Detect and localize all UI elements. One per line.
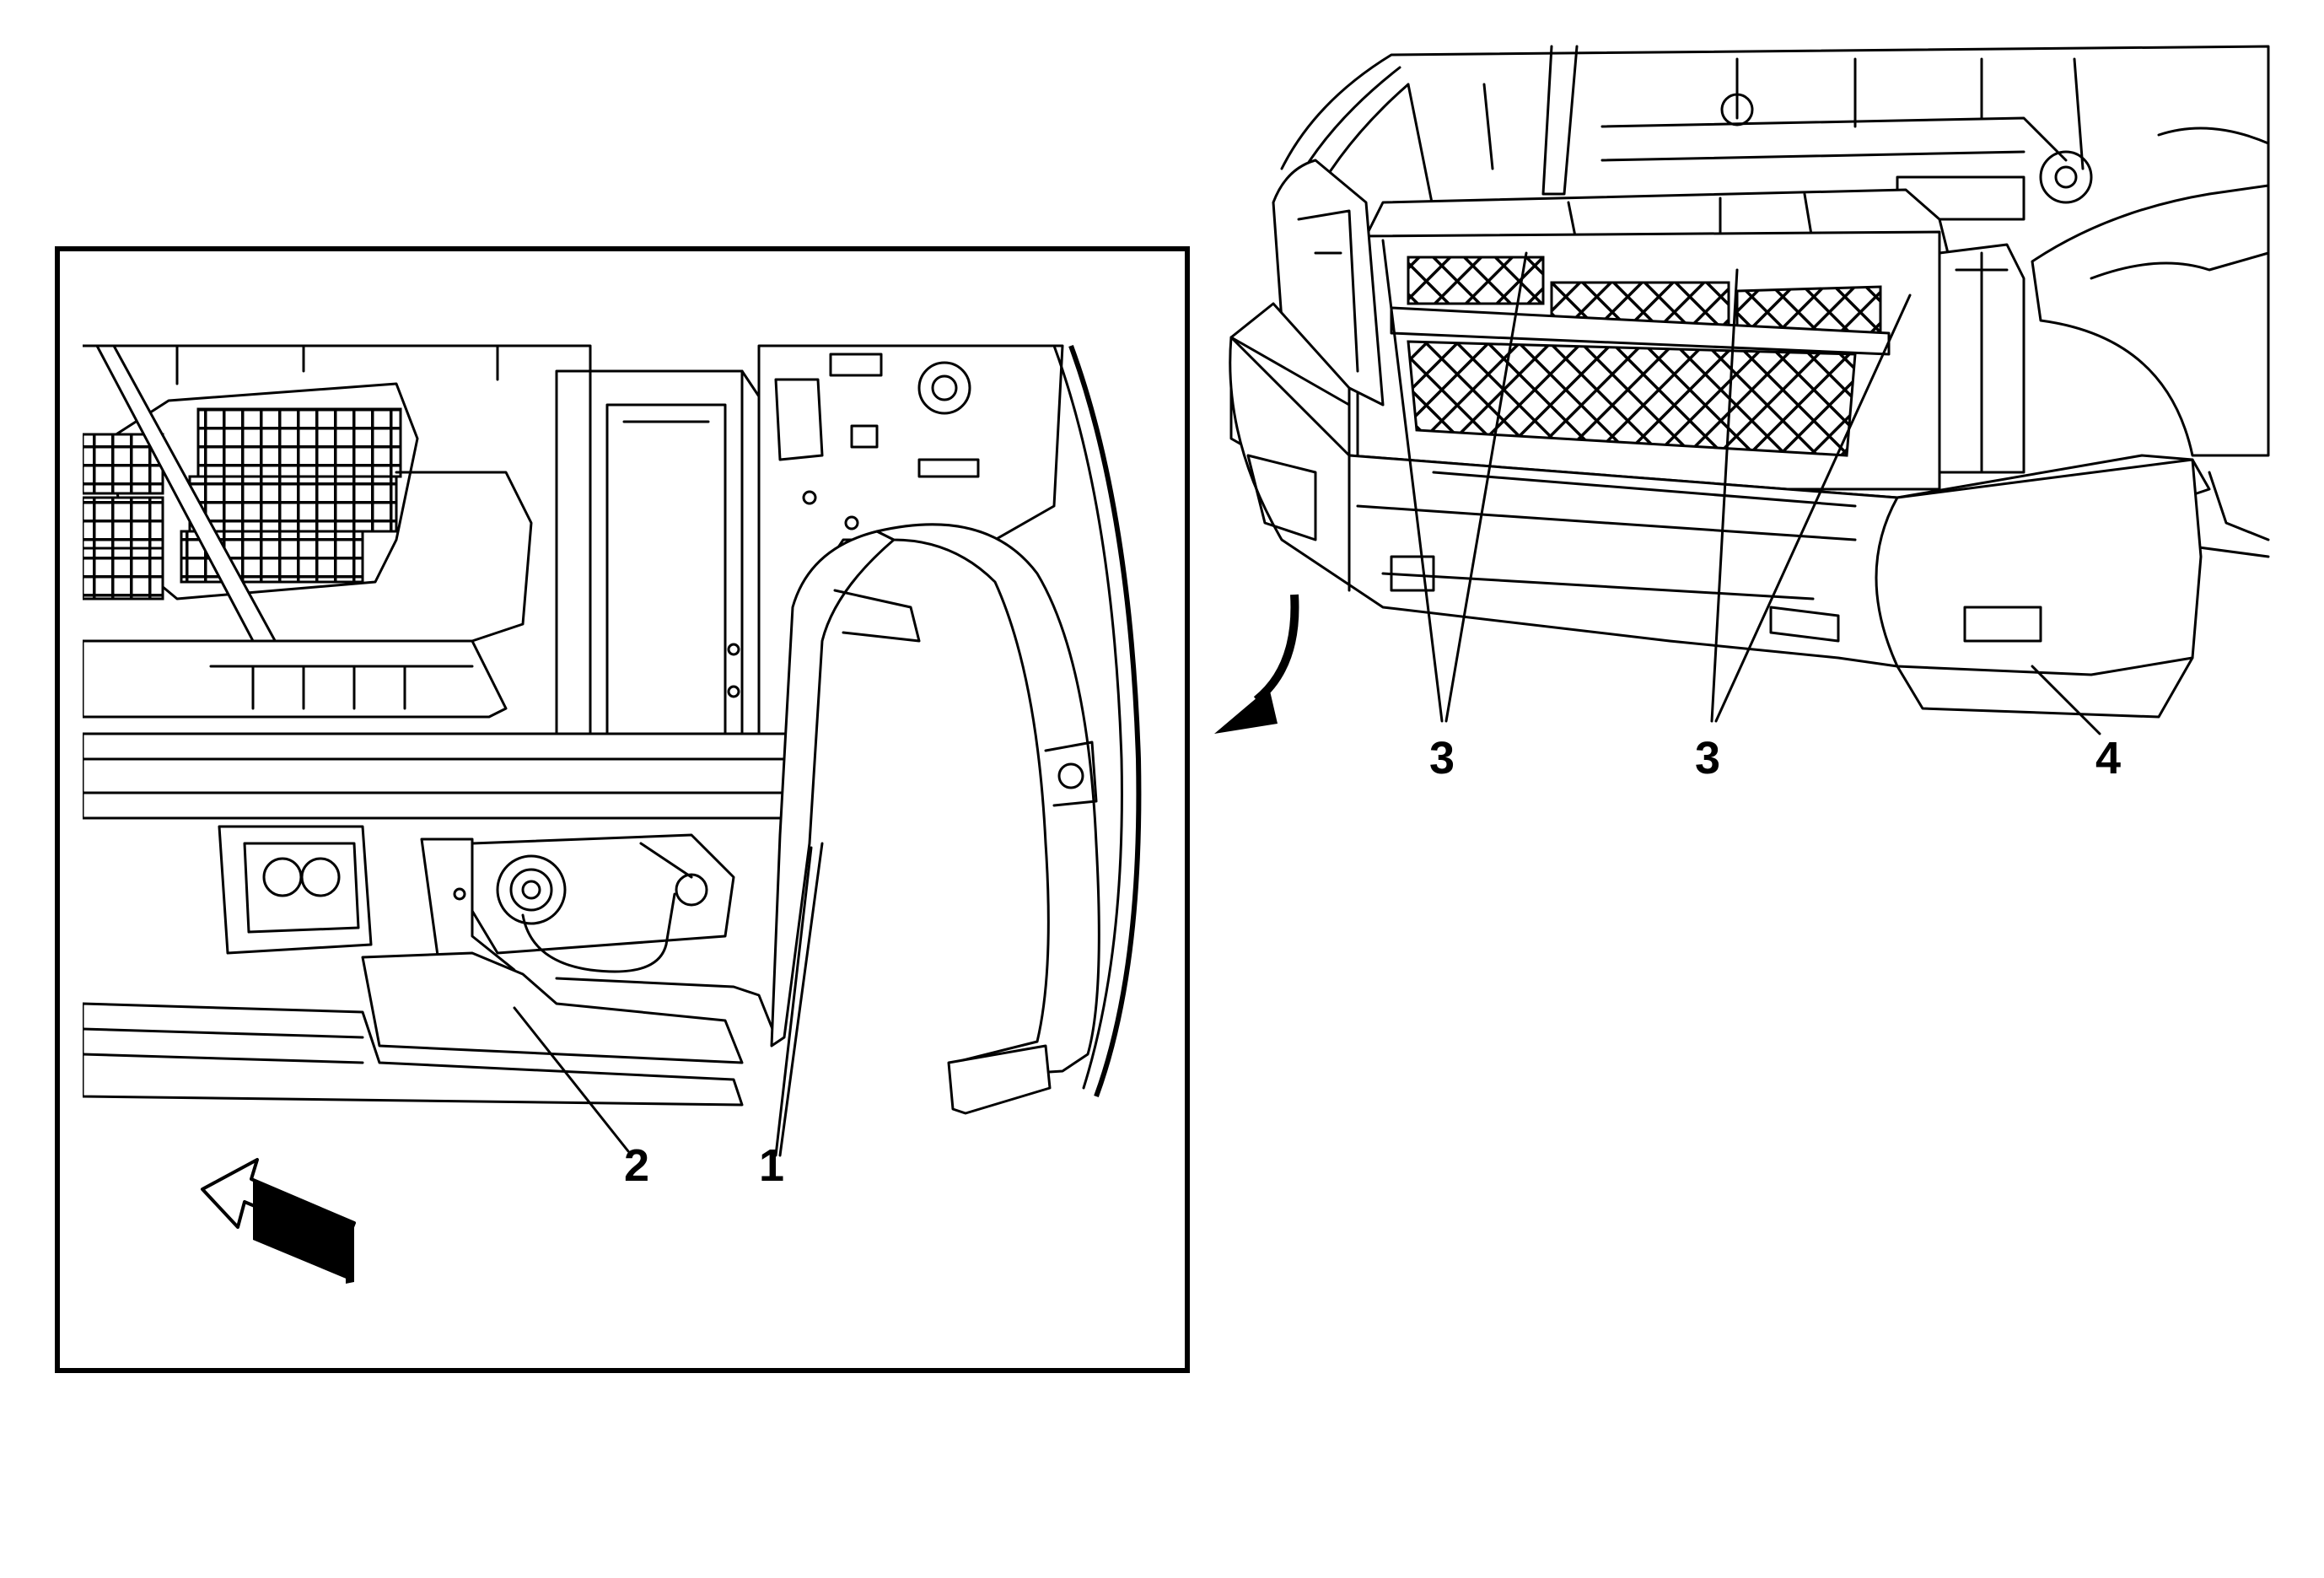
leader-2 xyxy=(513,1006,630,1153)
callout-2: 2 xyxy=(624,1140,650,1191)
right-fog-lamp xyxy=(1963,606,2042,643)
bumper-impact-bar xyxy=(83,951,777,1107)
leader-3a xyxy=(1381,239,1528,723)
wheel-liner-arc xyxy=(875,523,1100,1115)
callout-1: 1 xyxy=(759,1140,785,1191)
curved-pointer-arrow-icon xyxy=(1214,594,1299,734)
grille-section xyxy=(83,382,419,601)
left-fog-lamp xyxy=(1246,454,1317,541)
lower-tray xyxy=(83,639,508,719)
view-direction-arrow-icon xyxy=(201,1158,356,1284)
center-fog-lamp xyxy=(1769,606,1840,643)
lower-crossmember xyxy=(83,732,811,820)
callout-4: 4 xyxy=(2095,733,2122,784)
leader-4 xyxy=(2031,665,2101,735)
right-fender xyxy=(2031,184,2270,457)
callout-3-right: 3 xyxy=(1695,733,1721,784)
leader-1 xyxy=(774,842,824,1157)
detail-drawing xyxy=(83,344,1142,1115)
callout-3-left: 3 xyxy=(1429,733,1455,784)
outer-fascia-edge xyxy=(1068,344,1142,1098)
detail-inset xyxy=(55,246,1190,1373)
leader-3b xyxy=(1710,268,1912,723)
hood-prop-rod xyxy=(1541,45,1579,196)
fascia-bracket-strip xyxy=(770,530,921,1048)
front-bumper-fascia xyxy=(1229,336,2203,676)
fog-lamp-opening xyxy=(218,825,373,955)
main-view-vehicle-front xyxy=(1229,45,2270,735)
